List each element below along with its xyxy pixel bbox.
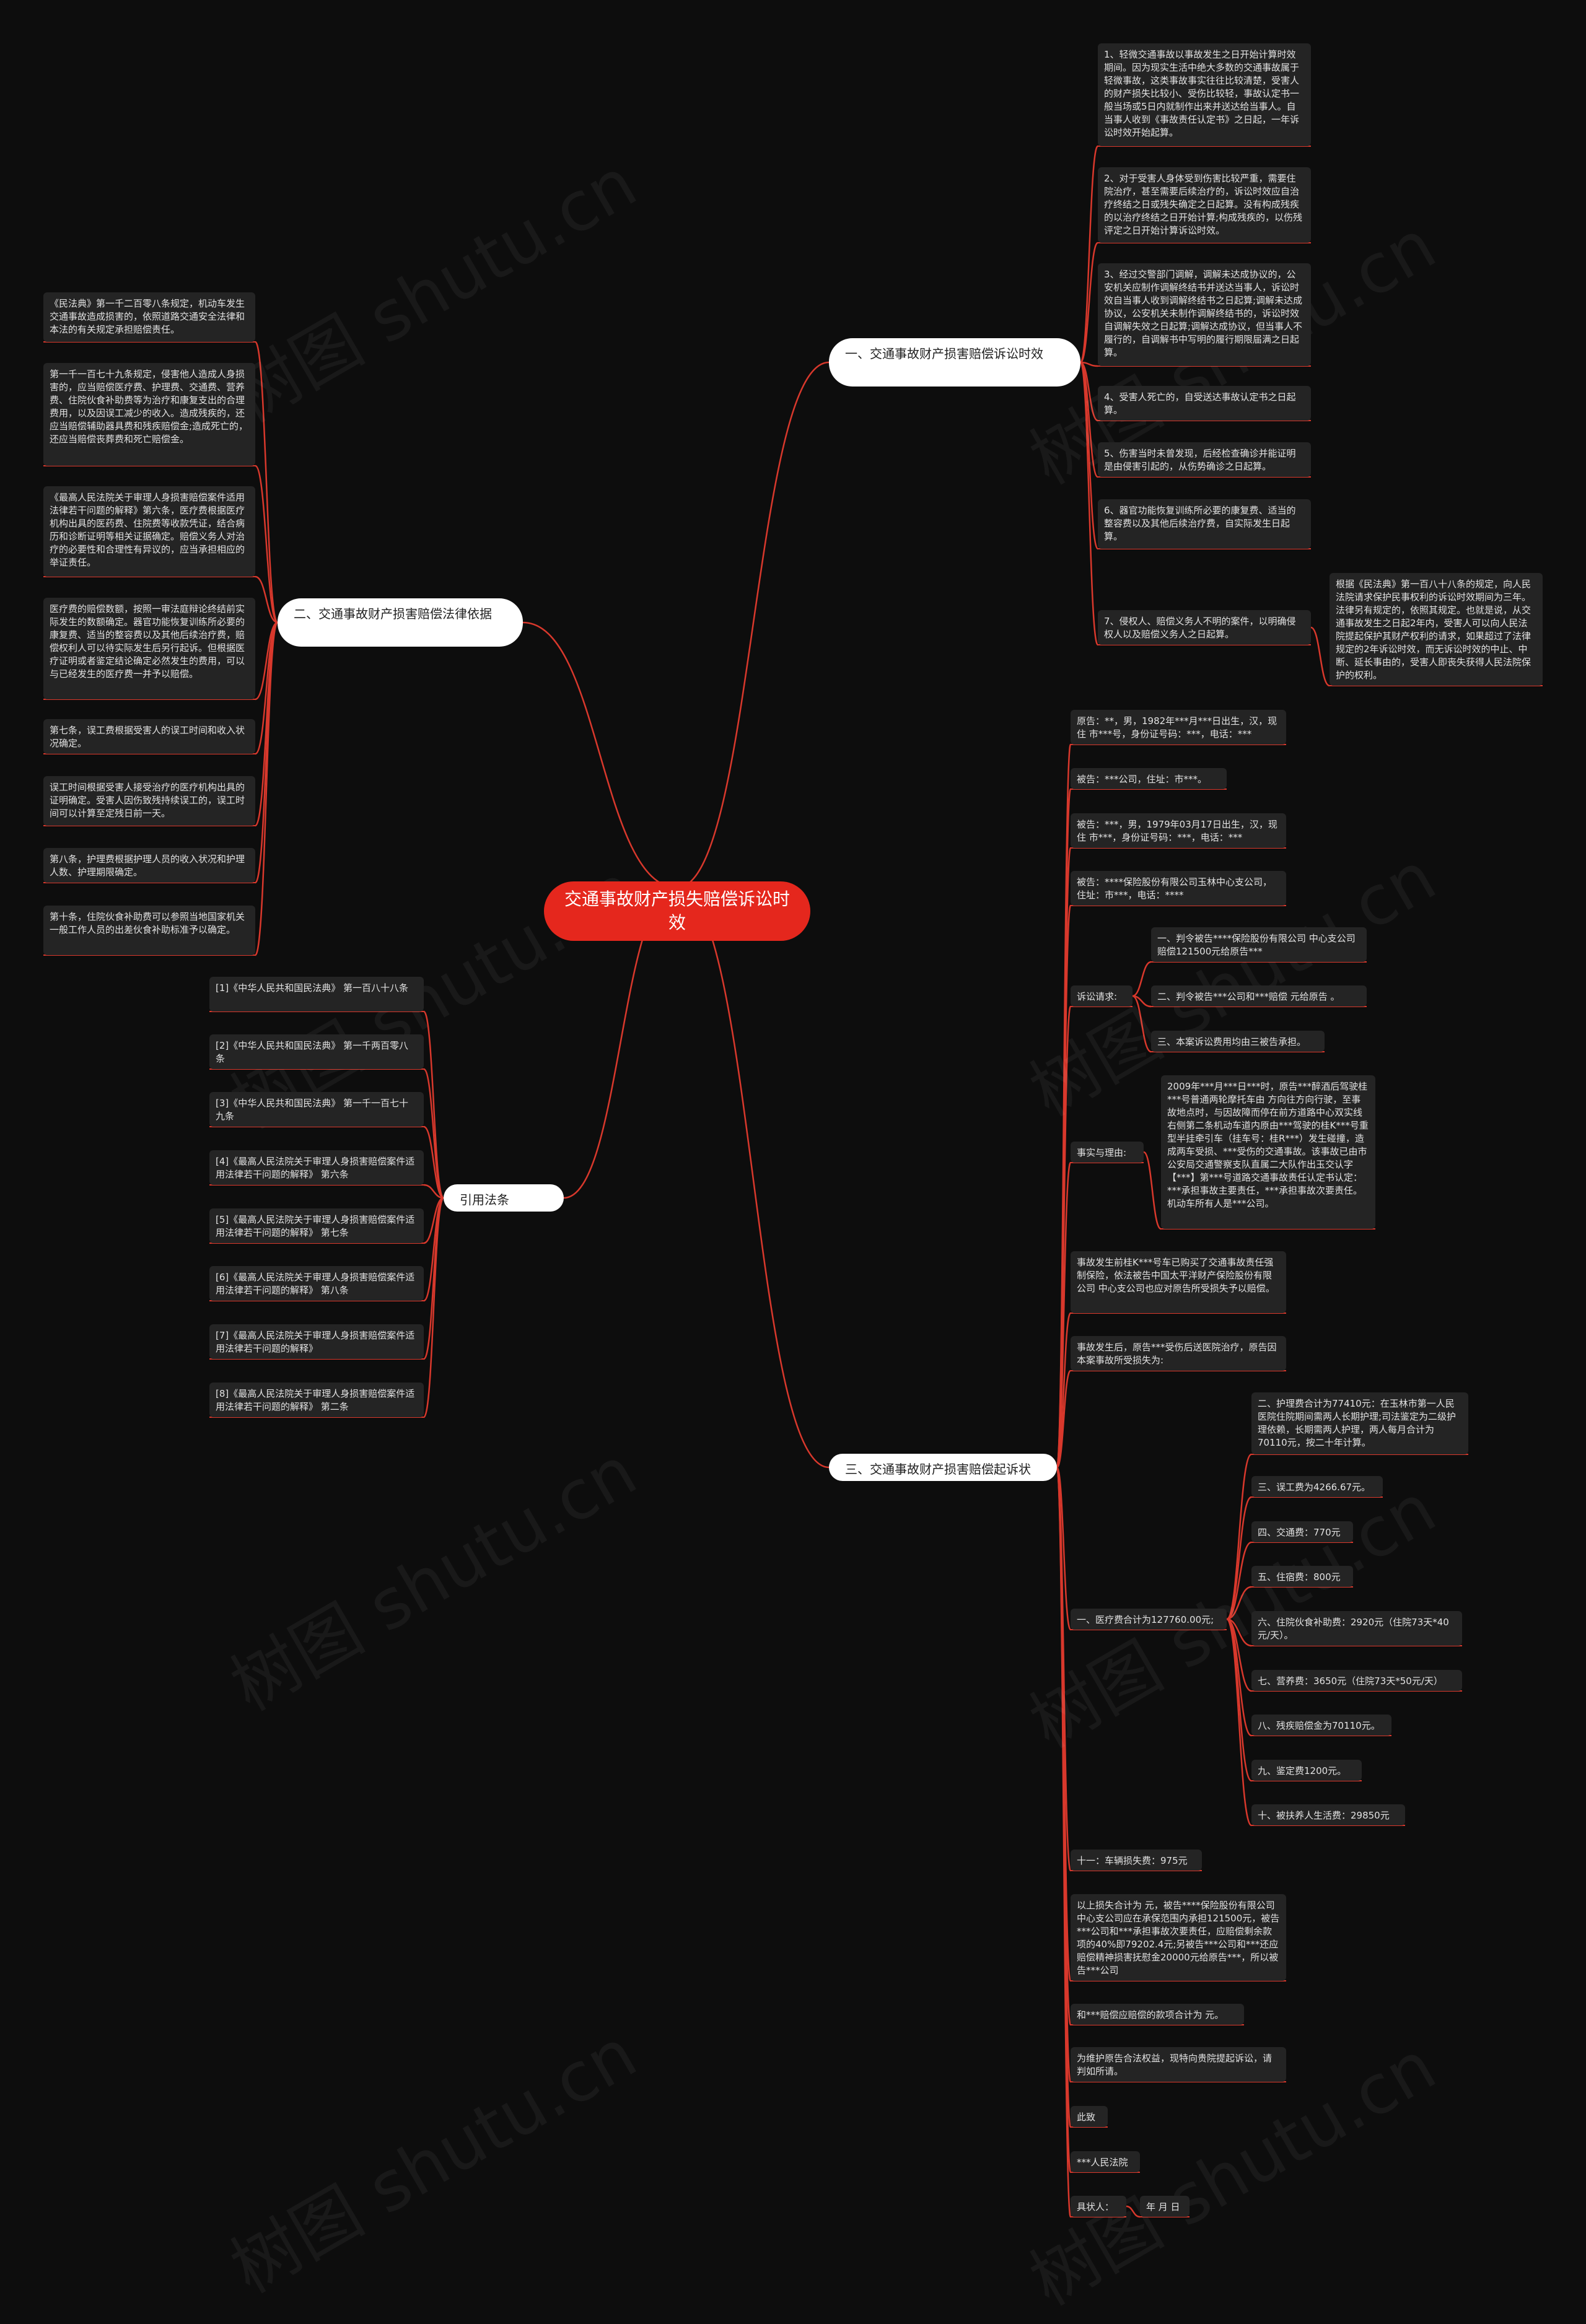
medical-cost-total: 一、医疗费合计为127760.00元;	[1071, 1609, 1227, 1630]
facts-text: 2009年***月***日***时，原告***醉酒后驾驶桂***号普通两轮摩托车…	[1161, 1075, 1375, 1229]
limitation-item-5: 5、伤害当时未曾发现，后经检查确诊并能证明是由侵害引起的，从伤势确诊之日起算。	[1098, 442, 1311, 477]
branch-connector	[677, 886, 830, 1469]
limitation-item-3: 3、经过交警部门调解，调解未达成协议的，公安机关应制作调解终结书并送达当事人，诉…	[1098, 263, 1311, 366]
connector-line	[254, 465, 279, 624]
legal-basis-5: 第七条，误工费根据受害人的误工时间和收入状况确定。	[43, 719, 255, 754]
legal-basis-3: 《最高人民法院关于审理人身损害赔偿案件适用法律若干问题的解释》第六条，医疗费根据…	[43, 486, 255, 577]
cost-item-dependent: 十、被扶养人生活费：29850元	[1251, 1804, 1405, 1825]
connector-lines	[43, 145, 1543, 2218]
cost-item-nursing: 二、护理费合计为77410元：在玉林市第一人民医院住院期间需两人长期护理;司法鉴…	[1251, 1392, 1468, 1454]
claim-3: 三、本案诉讼费用均由三被告承担。	[1151, 1031, 1325, 1052]
branch-cited-laws[interactable]: 引用法条	[444, 1184, 564, 1212]
civil-code-note: 根据《民法典》第一百八十八条的规定，向人民法院请求保护民事权利的诉讼时效期间为三…	[1330, 573, 1543, 686]
cited-law-4: [4]《最高人民法院关于审理人身损害赔偿案件适用法律若干问题的解释》 第六条	[209, 1150, 424, 1185]
legal-basis-4: 医疗费的赔偿数额，按照一审法庭辩论终结前实际发生的数额确定。器官功能恢复训练所必…	[43, 598, 255, 699]
connector-line	[1310, 626, 1330, 687]
connector-line	[1226, 1618, 1252, 1647]
limitation-item-7: 7、侵权人、赔偿义务人不明的案件，以明确侵权人以及赔偿义务人之日起算。	[1098, 610, 1311, 645]
connector-line	[1056, 1161, 1072, 1469]
connector-line	[423, 1197, 444, 1244]
connector-line	[255, 621, 278, 755]
defendant-3: 被告：****保险股份有限公司玉林中心支公司，住址：市***，电话：****	[1071, 871, 1286, 906]
cost-item-meal-subsidy: 六、住院伙食补助费：2920元（住院73天*40元/天）。	[1251, 1611, 1462, 1646]
branch-statute-of-limitations[interactable]: 一、交通事故财产损害赔偿诉讼时效	[829, 338, 1080, 387]
limitation-item-4: 4、受害人死亡的，自受送达事故认定书之日起算。	[1098, 386, 1311, 421]
request-text: 为维护原告合法权益，现特向贵院提起诉讼，请判如所请。	[1071, 2047, 1286, 2082]
root-topic[interactable]: 交通事故财产损失赔偿诉讼时效	[544, 881, 810, 941]
connector-line	[1132, 961, 1152, 997]
branch-legal-basis[interactable]: 二、交通事故财产损害赔偿法律依据	[278, 598, 523, 647]
cited-law-3: [3]《中华人民共和国民法典》 第一千一百七十九条	[209, 1092, 424, 1127]
connector-line	[1056, 1466, 1072, 1631]
legal-basis-8: 第十条，住院伙食补助费可以参照当地国家机关一般工作人员的出差伙食补助标准予以确定…	[43, 906, 255, 955]
insurance-text: 事故发生前桂K***号车已购买了交通事故责任强制保险，依法被告中国太平洋财产保险…	[1071, 1251, 1286, 1313]
vehicle-loss: 十一：车辆损失费：975元	[1071, 1850, 1202, 1871]
cost-item-appraisal: 九、鉴定费1200元。	[1251, 1760, 1362, 1781]
connector-line	[1056, 1370, 1072, 1469]
limitation-item-2: 2、对于受害人身体受到伤害比较严重，需要住院治疗，甚至需要后续治疗的，诉讼时效应…	[1098, 167, 1311, 243]
cited-law-1: [1]《中华人民共和国民法典》 第一百八十八条	[209, 977, 424, 1011]
defendant-2: 被告：***，男，1979年03月17日出生，汉，现住 市***，身份证号码：*…	[1071, 813, 1286, 848]
branch-complaint[interactable]: 三、交通事故财产损害赔偿起诉状	[829, 1454, 1057, 1481]
connector-line	[255, 575, 278, 624]
cost-item-lodging: 五、住宿费：800元	[1251, 1566, 1353, 1587]
limitation-item-6: 6、器官功能恢复训练所必要的康复费、适当的整容费以及其他后续治疗费，自实际发生日…	[1098, 499, 1311, 549]
connector-line	[1226, 1586, 1252, 1620]
closing-this: 此致	[1071, 2106, 1108, 2127]
cost-item-disability: 八、残疾赔偿金为70110元。	[1251, 1715, 1391, 1736]
connector-line	[254, 341, 279, 624]
compensation-total: 和***赔偿应赔偿的款项合计为 元。	[1071, 2004, 1244, 2025]
connector-line	[1226, 1618, 1252, 1782]
connector-line	[1225, 1618, 1253, 1827]
legal-basis-2: 第一千一百七十九条规定，侵害他人造成人身损害的，应当赔偿医疗费、护理费、交通费、…	[43, 363, 255, 466]
date-field: 年 月 日	[1140, 2196, 1190, 2217]
cited-law-6: [6]《最高人民法院关于审理人身损害赔偿案件适用法律若干问题的解释》 第八条	[209, 1266, 424, 1301]
connector-line	[1079, 242, 1099, 364]
connector-line	[1132, 995, 1152, 1053]
connector-line	[1143, 1151, 1162, 1230]
claim-1: 一、判令被告****保险股份有限公司 中心支公司赔偿121500元给原告***	[1151, 927, 1367, 962]
limitation-item-1: 1、轻微交通事故以事故发生之日开始计算时效期间。因为现实生活中绝大多数的交通事故…	[1098, 43, 1311, 146]
legal-basis-7: 第八条，护理费根据护理人员的收入状况和护理人数、护理期限确定。	[43, 848, 255, 883]
cost-item-nutrition: 七、营养费：3650元（住院73天*50元/天）	[1251, 1670, 1462, 1691]
legal-basis-1: 《民法典》第一千二百零八条规定，机动车发生交通事故造成损害的，依照道路交通安全法…	[43, 292, 255, 342]
cost-item-transport: 四、交通费：770元	[1251, 1521, 1353, 1542]
connector-line	[423, 1125, 444, 1199]
cited-law-5: [5]《最高人民法院关于审理人身损害赔偿案件适用法律若干问题的解释》 第七条	[209, 1208, 424, 1243]
connector-line	[1226, 1541, 1252, 1620]
connector-line	[423, 1068, 445, 1199]
legal-basis-6: 误工时间根据受害人接受治疗的医疗机构出具的证明确定。受害人因伤致残持续误工的，误…	[43, 776, 255, 826]
cited-law-8: [8]《最高人民法院关于审理人身损害赔偿案件适用法律若干问题的解释》 第二条	[209, 1383, 424, 1417]
plaintiff-info: 原告：**，男，1982年***月***日出生，汉，现住 市***号，身份证号码…	[1071, 710, 1286, 745]
connector-line	[423, 1197, 445, 1418]
claims-label: 诉讼请求:	[1071, 985, 1133, 1007]
connector-line	[1079, 361, 1099, 646]
claim-2: 二、判令被告***公司和***赔偿 元给原告 。	[1151, 985, 1367, 1007]
connector-line	[1056, 1466, 1072, 2218]
connector-line	[423, 1184, 444, 1199]
branch-connector	[677, 361, 830, 889]
cited-law-2: [2]《中华人民共和国民法典》 第一千两百零八条	[209, 1034, 424, 1069]
connector-line	[1226, 1453, 1252, 1620]
cost-item-lost-wages: 三、误工费为4266.67元。	[1251, 1476, 1383, 1497]
defendant-1: 被告：***公司，住址：市***。	[1071, 768, 1227, 789]
connector-line	[423, 1010, 445, 1199]
loss-summary: 以上损失合计为 元，被告****保险股份有限公司中心支公司应在承保范围内承担12…	[1071, 1894, 1286, 1981]
cited-law-7: [7]《最高人民法院关于审理人身损害赔偿案件适用法律若干问题的解释》	[209, 1324, 424, 1359]
connector-line	[254, 621, 279, 956]
branch-connector	[522, 621, 678, 889]
connector-line	[1226, 1496, 1252, 1620]
connector-line	[1079, 145, 1099, 364]
court-name: ***人民法院	[1071, 2151, 1140, 2172]
facts-label: 事实与理由:	[1071, 1142, 1144, 1163]
signer-label: 具状人：	[1071, 2196, 1126, 2217]
injury-losses-text: 事故发生后，原告***受伤后送医院治疗，原告因本案事故所受损失为:	[1071, 1336, 1286, 1371]
connector-line	[1126, 2205, 1141, 2218]
